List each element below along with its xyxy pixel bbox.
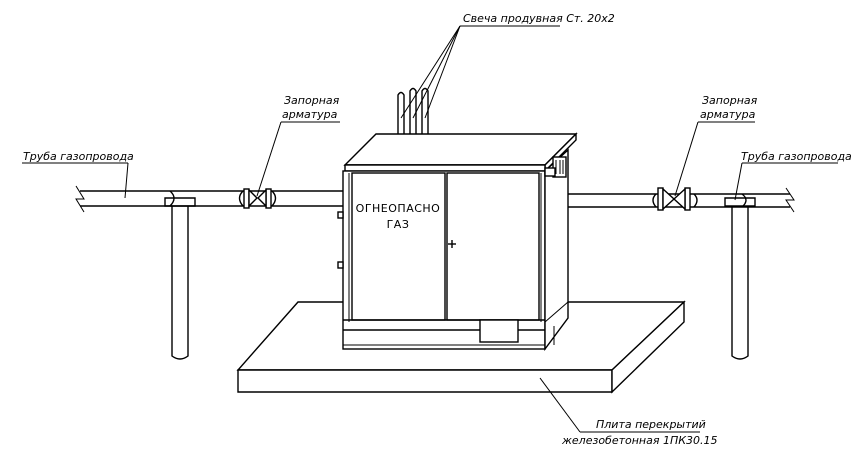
left-valve-label-line2: арматура [282, 108, 338, 121]
cabinet-warning-sign: ОГНЕОПАСНО ГАЗ [356, 202, 441, 231]
cabinet-body [337, 148, 569, 352]
right-pipe-label: Труба газопровода [741, 150, 852, 163]
sign-line-1: ОГНЕОПАСНО [356, 202, 441, 215]
right-valve-label-line2: арматура [700, 108, 756, 121]
right-valve [657, 187, 691, 211]
slab-label-line1: Плита перекрытий [596, 418, 706, 431]
right-gas-pipe [548, 187, 795, 213]
left-valve [243, 188, 272, 209]
leader-lines [22, 25, 838, 433]
left-pipe-label: Труба газопровода [23, 150, 134, 163]
left-support-post [164, 197, 196, 360]
right-valve-label-line1: Запорная [702, 94, 758, 107]
right-support-post [724, 197, 756, 360]
slab-label-line2: железобетонная 1ПК30.15 [561, 434, 718, 447]
sign-line-2: ГАЗ [387, 218, 410, 231]
cabinet-roof [343, 132, 578, 173]
labels: Свеча продувная Ст. 20х2 Запорная армату… [23, 12, 852, 447]
vent-candle-label: Свеча продувная Ст. 20х2 [463, 12, 615, 25]
left-valve-label-line1: Запорная [284, 94, 340, 107]
left-gas-pipe [75, 185, 345, 213]
